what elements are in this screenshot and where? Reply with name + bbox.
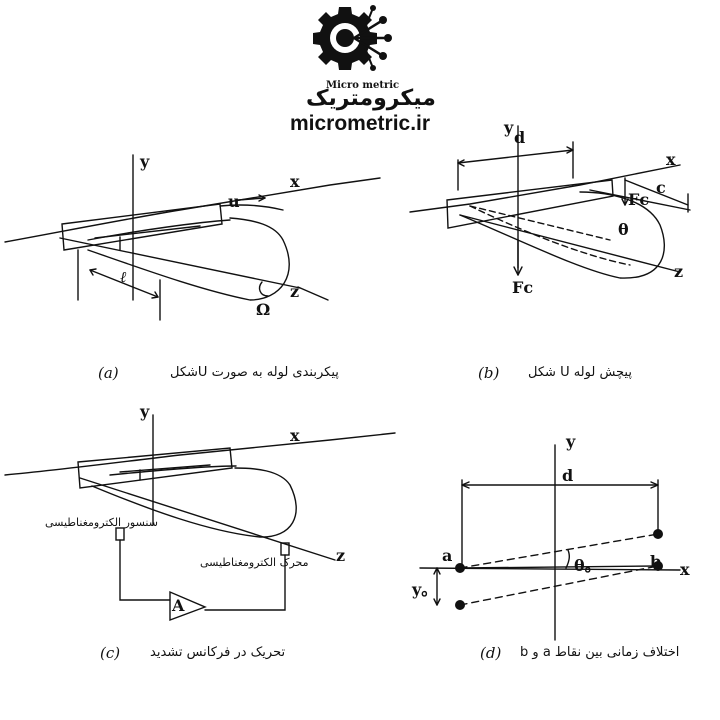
logo-text-en: Micro metric <box>326 80 400 91</box>
caption-b: پیچش لوله U شکل <box>528 365 632 380</box>
axis-y-label: y <box>566 432 576 451</box>
tag-b: (b) <box>478 364 500 382</box>
driver-label: محرک الکترومغناطیسی <box>200 556 309 569</box>
caption-a: پیکربندی لوله به صورت Uشکل <box>170 365 339 380</box>
caption-d: اختلاف زمانی بین نقاط a و b <box>520 645 680 660</box>
distance-d-label: d <box>562 466 574 485</box>
tag-c: (c) <box>100 644 121 662</box>
point-b-label: b <box>650 552 662 571</box>
force-fc-bottom-label: Fc <box>512 278 534 297</box>
panel-d-points <box>455 529 663 610</box>
y0-label: y。 <box>412 580 438 599</box>
axis-z-label: z <box>290 282 300 301</box>
width-d-label: d <box>514 128 526 147</box>
panel-a-drawing <box>4 154 381 321</box>
force-fc-top-label: Fc <box>628 190 650 209</box>
site-url: micrometric.ir <box>290 112 431 135</box>
panel-b-drawing <box>409 125 691 279</box>
panel-c-drawing <box>4 414 396 622</box>
tag-d: (d) <box>480 644 502 662</box>
axis-z-label: z <box>336 546 346 565</box>
axis-y-label: y <box>140 402 150 421</box>
panel-d-drawing <box>419 444 681 641</box>
amplifier-label: A <box>172 596 185 615</box>
tag-a: (a) <box>98 364 119 382</box>
theta0-label: θ。 <box>574 556 601 575</box>
axis-x-label: x <box>666 150 676 169</box>
axis-x-label: x <box>290 426 300 445</box>
axis-y-label: y <box>140 152 150 171</box>
omega-label: Ω <box>256 300 271 319</box>
theta-label: θ <box>618 220 629 239</box>
point-a-label: a <box>442 546 453 565</box>
axis-x-label: x <box>680 560 690 579</box>
sensor-label: سنسور الکترومغناطیسی <box>45 516 158 529</box>
logo-text-fa: میکرومتریک <box>306 86 436 111</box>
axis-z-label: z <box>674 262 684 281</box>
axis-x-label: x <box>290 172 300 191</box>
offset-c-label: c <box>656 178 666 197</box>
caption-c: تحریک در فرکانس تشدید <box>150 645 286 660</box>
axis-y-label: y <box>504 118 514 137</box>
length-l-label: ℓ <box>120 268 127 286</box>
velocity-u-label: u <box>228 192 240 211</box>
